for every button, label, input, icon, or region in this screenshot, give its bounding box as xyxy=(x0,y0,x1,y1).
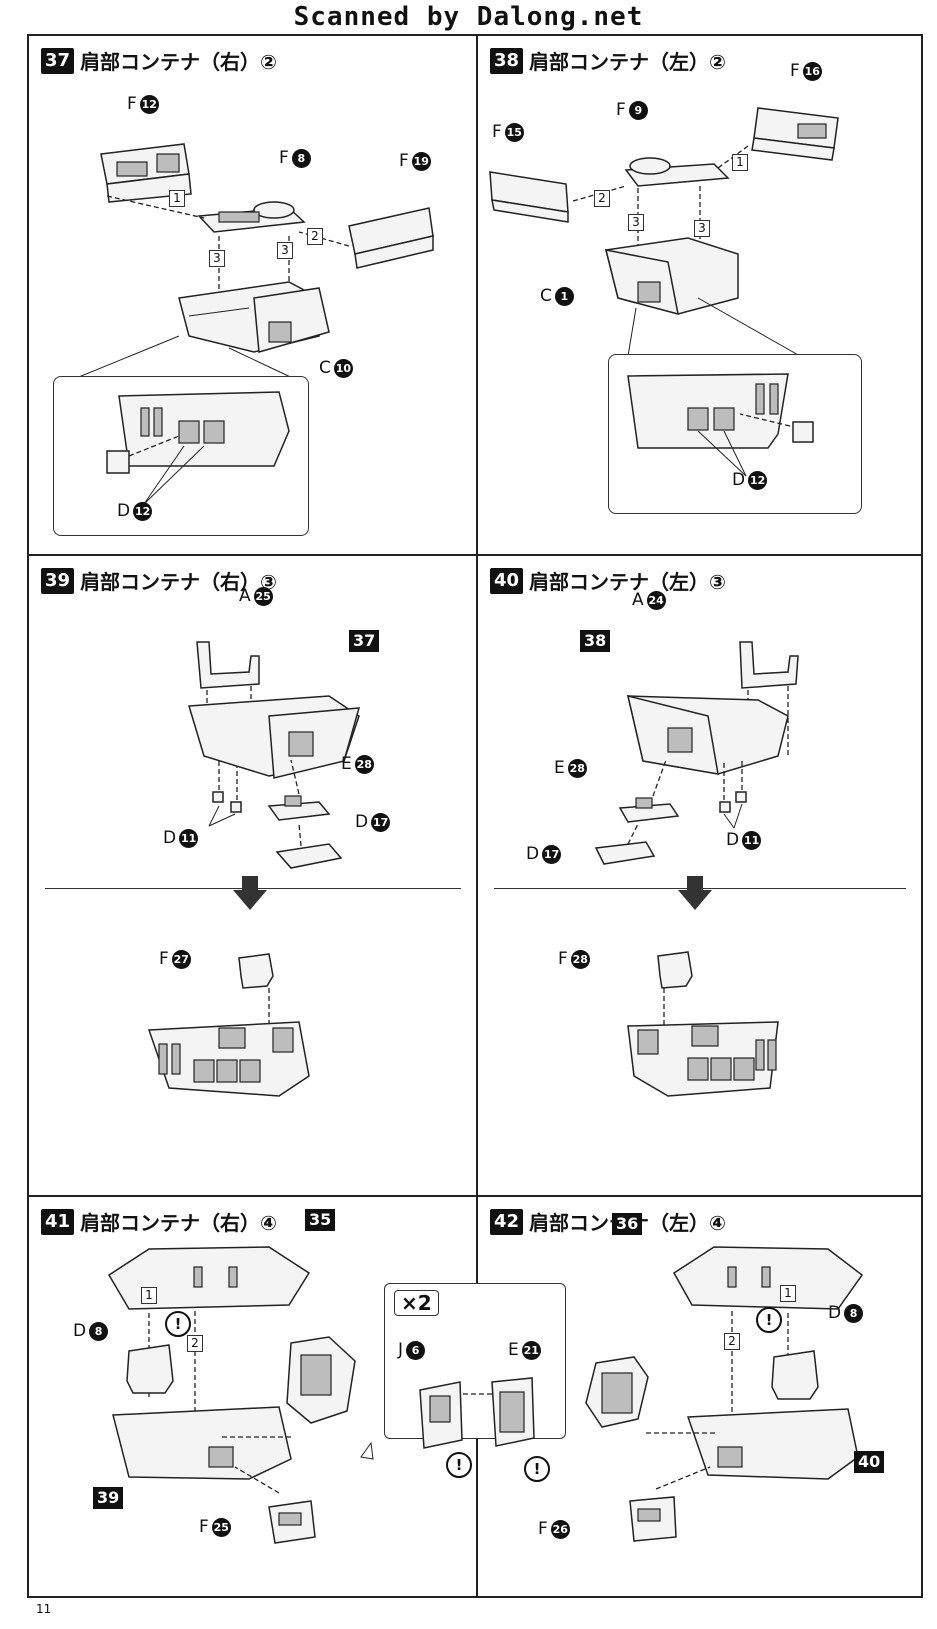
substep-2: 2 xyxy=(724,1333,740,1350)
step-41-diagram xyxy=(107,1246,374,1544)
step-37-diagram xyxy=(68,143,434,382)
step-41-title: 41 肩部コンテナ（右）④ xyxy=(41,1207,277,1236)
substep-2: 2 xyxy=(307,228,323,245)
x2-callout-box xyxy=(384,1283,566,1439)
ref-step-35: 35 xyxy=(305,1209,336,1231)
step-40-title: 40 肩部コンテナ（左）③ xyxy=(490,566,726,595)
ref-step-40: 40 xyxy=(854,1451,885,1473)
substep-1: 1 xyxy=(780,1285,796,1302)
ref-step-39: 39 xyxy=(93,1487,124,1509)
warning-icon: ! xyxy=(446,1452,472,1478)
substep-1: 1 xyxy=(732,154,748,171)
substep-3a: 3 xyxy=(209,250,225,267)
step-39-diagram xyxy=(188,641,361,869)
result-arrow xyxy=(678,890,712,910)
page-number: 11 xyxy=(36,1602,52,1616)
step-37-title: 37 肩部コンテナ（右）② xyxy=(41,46,277,75)
step-38-diagram xyxy=(489,107,839,357)
substep-2: 2 xyxy=(187,1335,203,1352)
ref-step-36: 36 xyxy=(612,1213,643,1235)
result-arrow-stem xyxy=(242,876,258,890)
ref-step-38: 38 xyxy=(580,630,611,652)
step-42-panel: 42 肩部コンテナ（左）④ 36 D8 40 F26 1 2 ! xyxy=(478,1197,921,1596)
step-37-inset-drawing xyxy=(106,391,290,505)
result-arrow xyxy=(233,890,267,910)
result-arrow-stem xyxy=(687,876,703,890)
row-divider-2 xyxy=(27,1195,923,1197)
column-divider xyxy=(476,34,478,1598)
warning-icon: ! xyxy=(165,1311,191,1337)
substep-2: 2 xyxy=(594,190,610,207)
step-38-inset-drawing xyxy=(627,373,814,477)
step-42-diagram xyxy=(585,1246,864,1542)
substep-3b: 3 xyxy=(277,242,293,259)
substep-1: 1 xyxy=(169,190,185,207)
step-38-title: 38 肩部コンテナ（左）② xyxy=(490,46,726,75)
step-39-title: 39 肩部コンテナ（右）③ xyxy=(41,566,277,595)
ref-step-37: 37 xyxy=(349,630,380,652)
substep-3b: 3 xyxy=(694,220,710,237)
step-39-result xyxy=(147,953,310,1097)
x2-multiplier: ×2 xyxy=(394,1290,439,1316)
substep-1: 1 xyxy=(141,1287,157,1304)
substep-3a: 3 xyxy=(628,214,644,231)
warning-icon: ! xyxy=(524,1456,550,1482)
step-40-diagram xyxy=(594,641,799,865)
scan-credit: Scanned by Dalong.net xyxy=(293,2,644,32)
instruction-frame xyxy=(27,34,923,1598)
row-divider-1 xyxy=(27,554,923,556)
warning-icon: ! xyxy=(756,1307,782,1333)
step-40-result xyxy=(627,951,779,1097)
